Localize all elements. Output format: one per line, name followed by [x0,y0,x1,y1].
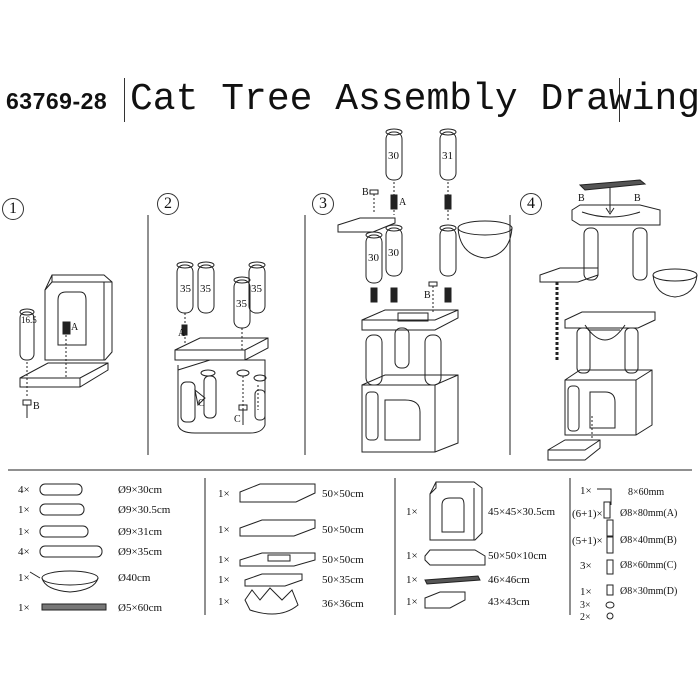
part-size: Ø40cm [118,572,151,584]
part-quantity: 1× [406,596,418,608]
part-quantity: 1× [406,574,418,586]
part-size: Ø8×30mm(D) [620,586,678,597]
part-quantity: 1× [218,488,230,500]
post-label: 35 [251,283,262,295]
part-size: 8×60mm [628,487,665,498]
hardware-label: A [178,328,186,339]
page-title: Cat Tree Assembly Drawing [130,78,700,121]
part-quantity: 1× [218,554,230,566]
step2-drawing [174,261,269,434]
step-number-2: 2 [157,193,179,215]
part-quantity: 1× [580,586,592,598]
part-quantity: 2× [580,612,591,623]
hardware-label: B [362,187,369,198]
hardware-label: B [578,193,585,204]
part-quantity: 3× [580,560,592,572]
part-quantity: 1× [218,596,230,608]
bolt-label: B [33,401,40,412]
part-size: 50×50cm [322,554,364,566]
part-quantity: 1× [218,524,230,536]
post-label: 16.5 [21,315,37,325]
post-label: 30 [368,252,379,264]
part-size: 46×46cm [488,574,530,586]
post-label: 30 [388,247,399,259]
hardware-label: A [71,322,79,333]
part-size: Ø9×30.5cm [118,504,171,516]
hardware-label: C [234,414,241,425]
part-size: Ø5×60cm [118,602,163,614]
part-quantity: 4× [18,484,30,496]
part-size: Ø8×40mm(B) [620,535,677,546]
title-frame [124,78,620,122]
hardware-label: A [399,197,407,208]
part-quantity: 1× [18,602,30,614]
hardware-label: B [634,193,641,204]
post-label: 31 [442,150,453,162]
step3-drawing [337,128,513,453]
step4-drawing [539,179,698,461]
part-size: 50×50cm [322,488,364,500]
part-size: 50×35cm [322,574,364,586]
hardware-label: C [198,398,205,409]
part-quantity: 1× [218,574,230,586]
part-size: 36×36cm [322,598,364,610]
step-number-1: 1 [2,198,24,220]
part-size: Ø8×80mm(A) [620,508,678,519]
part-quantity: 1× [406,506,418,518]
post-label: 35 [200,283,211,295]
step-number-4: 4 [520,193,542,215]
part-size: 50×50cm [322,524,364,536]
part-quantity: (6+1)× [572,508,603,520]
part-size: Ø9×30cm [118,484,163,496]
part-size: 45×45×30.5cm [488,506,556,518]
part-quantity: 1× [18,526,30,538]
post-label: 30 [388,150,399,162]
part-size: 50×50×10cm [488,550,547,562]
hardware-label: B [424,290,431,301]
part-size: 43×43cm [488,596,530,608]
part-quantity: 1× [18,504,30,516]
part-quantity: 1× [406,550,418,562]
post-label: 35 [180,283,191,295]
part-size: Ø9×31cm [118,526,163,538]
step-number-3: 3 [312,193,334,215]
part-quantity: 4× [18,546,30,558]
model-number: 63769-28 [6,88,108,114]
part-quantity: 3× [580,600,591,611]
part-size: Ø8×60mm(C) [620,560,677,571]
post-label: 35 [236,298,247,310]
part-quantity: 1× [18,572,30,584]
parts-icons [29,481,615,620]
part-quantity: (5+1)× [572,535,603,547]
step1-drawing [19,274,113,418]
part-quantity: 1× [580,485,592,497]
part-size: Ø9×35cm [118,546,163,558]
